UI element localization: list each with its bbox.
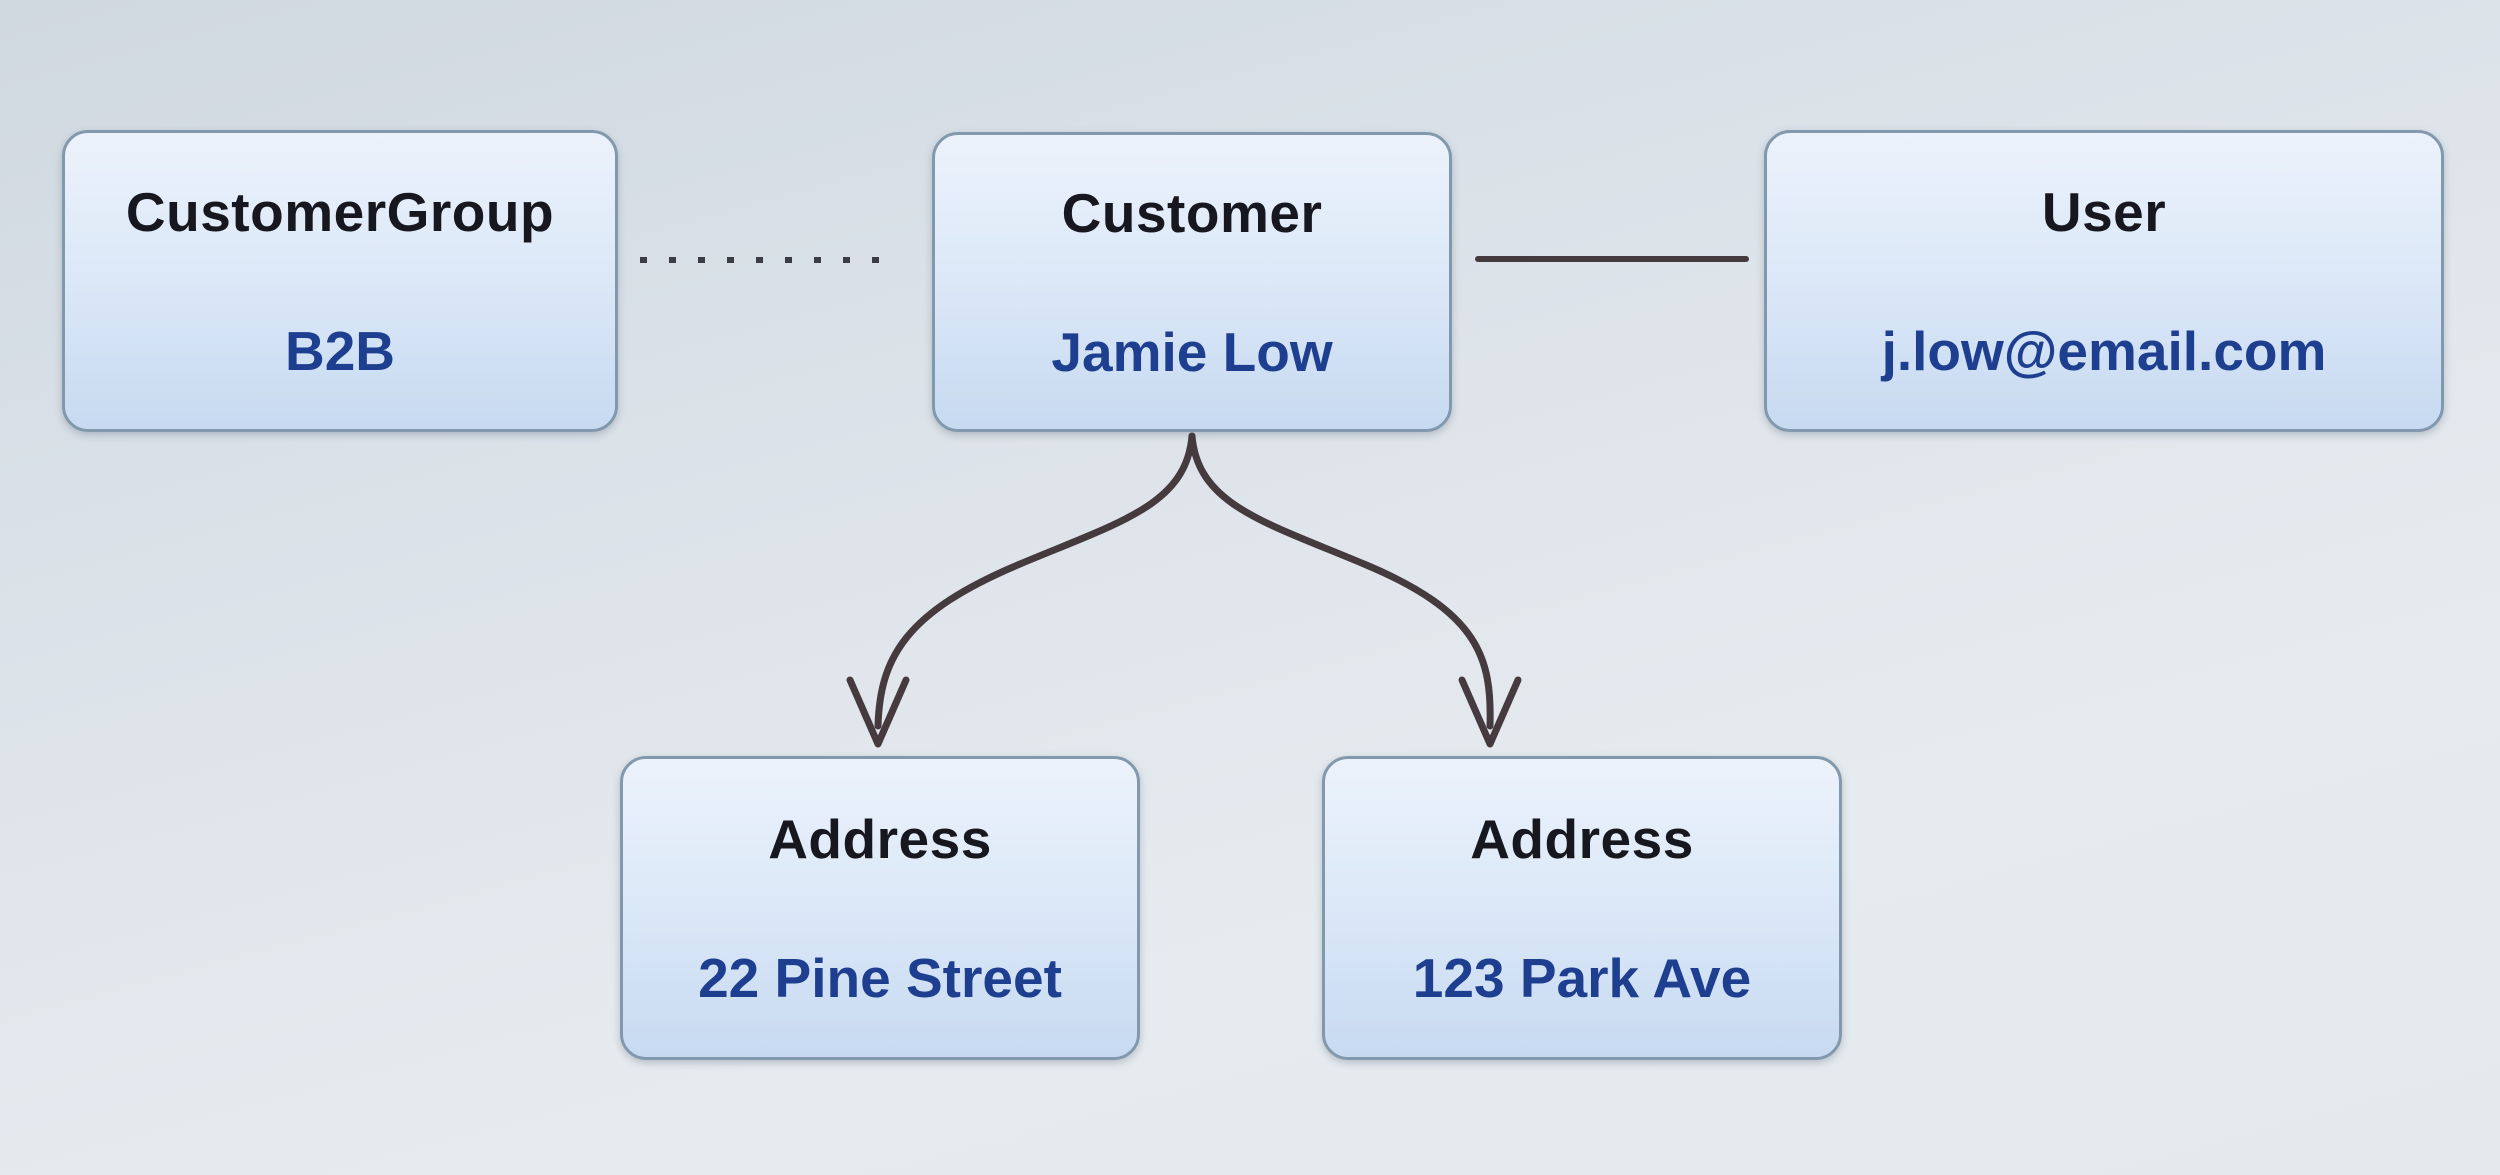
node-customer-title: Customer [1061, 181, 1323, 244]
arrowhead-address1-icon [846, 676, 910, 748]
node-address-1-title: Address [768, 807, 992, 870]
node-user-value: j.low@email.com [1881, 319, 2327, 382]
node-customer: Customer Jamie Low [932, 132, 1452, 432]
node-customer-group-title: CustomerGroup [125, 180, 555, 243]
node-customer-value: Jamie Low [1051, 320, 1333, 383]
arrowhead-address2-icon [1458, 676, 1522, 748]
node-user-title: User [2041, 180, 2167, 243]
node-address-2: Address 123 Park Ave [1322, 756, 1842, 1060]
node-customer-group: CustomerGroup B2B [62, 130, 618, 432]
node-address-1-value: 22 Pine Street [698, 946, 1062, 1009]
edge-customer-address2-curve [1188, 432, 1494, 730]
edge-customer-address1-curve [874, 432, 1196, 730]
node-address-2-title: Address [1470, 807, 1694, 870]
node-address-2-value: 123 Park Ave [1412, 946, 1752, 1009]
node-address-1: Address 22 Pine Street [620, 756, 1140, 1060]
node-customer-group-value: B2B [284, 319, 396, 382]
node-user: User j.low@email.com [1764, 130, 2444, 432]
